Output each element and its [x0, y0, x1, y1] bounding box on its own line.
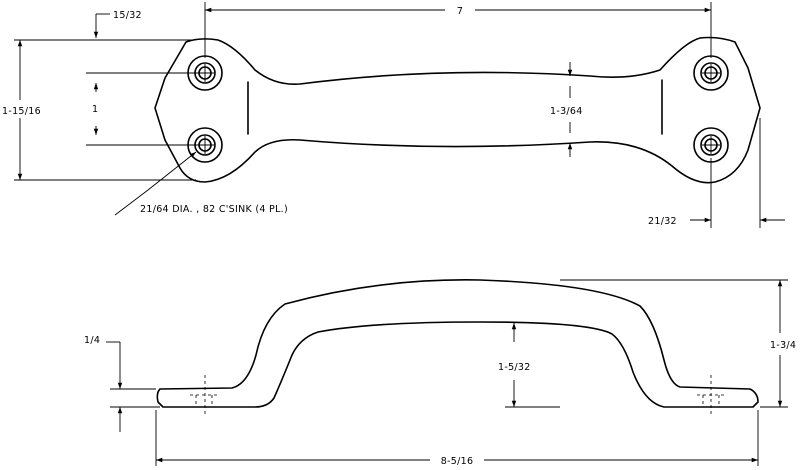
dim-hole-spacing: 1: [86, 72, 196, 146]
dim-foot-thickness: 1/4: [84, 335, 160, 432]
dim-overall-length-label: 7: [457, 6, 463, 17]
hole-note: 21/64 DIA. , 82 C'SINK (4 PL.): [114, 151, 288, 216]
dim-hole-spacing-label: 1: [92, 104, 98, 115]
side-view: 1/4 1-5/32 1-3/4 8-5/16: [84, 279, 796, 467]
dim-side-overall-length-label: 8-5/16: [441, 456, 474, 467]
dim-hole-to-tip: 21/32: [648, 118, 785, 228]
dim-overall-height-label: 1-3/4: [770, 340, 796, 351]
top-view: 7 15/32 1-15/16 1: [2, 2, 785, 228]
dim-overall-height: 1-3/4: [560, 279, 796, 408]
dim-inner-height-label: 1-5/32: [498, 362, 531, 373]
dim-foot-thickness-label: 1/4: [84, 335, 100, 346]
dim-side-overall-length: 8-5/16: [155, 410, 759, 467]
dim-hole-to-tip-label: 21/32: [648, 216, 677, 227]
top-view-outline: [154, 36, 761, 184]
dim-center-width: 1-3/64: [550, 62, 583, 157]
dim-edge-to-hole-label: 15/32: [113, 10, 142, 21]
dim-inner-height: 1-5/32: [498, 323, 560, 408]
dim-overall-width-label: 1-15/16: [2, 106, 41, 117]
hidden-hole-right: [697, 375, 725, 416]
dim-overall-length: 7: [204, 2, 712, 58]
side-view-outline: [156, 279, 759, 408]
hole-center-lines: [196, 64, 720, 154]
dim-overall-width: 1-15/16: [2, 39, 196, 181]
dim-center-width-label: 1-3/64: [550, 106, 583, 117]
hole-note-label: 21/64 DIA. , 82 C'SINK (4 PL.): [140, 204, 288, 215]
dim-edge-to-hole: 15/32: [93, 10, 142, 38]
hidden-hole-left: [190, 375, 218, 416]
